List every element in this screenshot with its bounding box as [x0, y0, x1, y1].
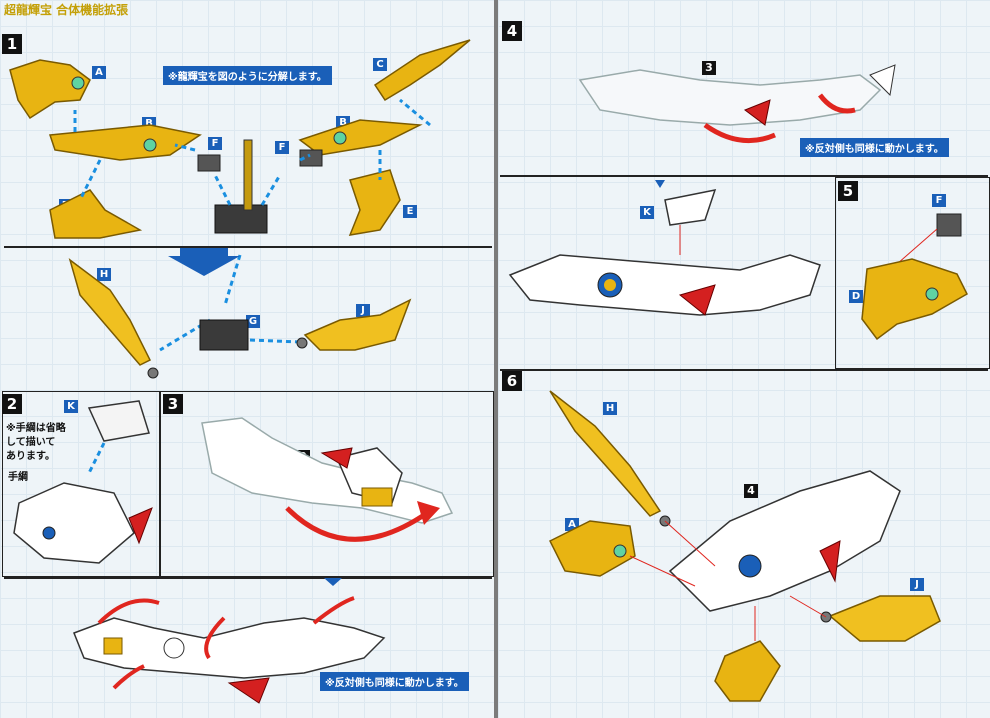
part-label-k: K [640, 206, 654, 219]
part-g-shape [199, 319, 249, 351]
rotate-arrow-shape [285, 506, 429, 542]
step1-illustration [9, 39, 471, 379]
part-a-shape [9, 59, 91, 120]
step6-illustration [548, 390, 941, 702]
part-j-shape [303, 298, 412, 351]
reins-note-line: ※手綱は省略 [6, 423, 66, 434]
opposite-side-note: ※反対側も同様に動かします。 [800, 138, 949, 157]
rotate-arrow-shape [703, 122, 776, 144]
step3-illustration [201, 417, 454, 542]
step2-illustration [13, 400, 153, 564]
step-number-3: 3 [163, 394, 183, 414]
step3-result-illustration [73, 578, 386, 704]
divider [500, 175, 988, 177]
part-b-left-shape [48, 124, 202, 161]
step-number-5: 5 [838, 181, 858, 201]
part-d-shape [714, 640, 781, 702]
part-h-shape [68, 258, 152, 366]
down-arrow-shape [168, 248, 240, 276]
center-core-shape [214, 204, 268, 234]
reins-note-line: して描いて [6, 437, 56, 448]
step-number-1: 1 [2, 34, 22, 54]
step-number-2: 2 [2, 394, 22, 414]
steed-body-shape [668, 470, 901, 612]
steed-ghost-shape [201, 417, 454, 524]
part-k-shape [664, 189, 717, 226]
divider [500, 369, 988, 371]
ref-step-4: 4 [744, 484, 758, 498]
step3-panel [160, 391, 494, 577]
part-j-shape [828, 595, 941, 642]
step5-illustration [861, 213, 968, 341]
opposite-side-note: ※反対側も同様に動かします。 [320, 672, 469, 691]
reins-note-line: あります。 [6, 451, 55, 462]
part-label-g: G [246, 315, 260, 328]
step2-panel [2, 391, 160, 577]
part-d-shape [49, 189, 143, 239]
part-label-k: K [64, 400, 78, 413]
part-label-h: H [603, 402, 617, 415]
divider [4, 246, 492, 248]
part-c-shape [373, 39, 471, 102]
page-header-title: 超龍輝宝 合体機能拡張 [4, 3, 129, 17]
divider [4, 577, 492, 579]
part-d-shape [861, 258, 968, 341]
part-f-shape [936, 213, 962, 237]
part-label-f: F [932, 194, 946, 207]
disassemble-note: ※龍輝宝を図のように分解します。 [163, 66, 332, 85]
reins-label: 手綱 [8, 472, 28, 483]
part-label-f: F [275, 141, 289, 154]
part-label-j: J [356, 304, 370, 317]
background-grid [0, 0, 494, 718]
steed-folded-shape [73, 617, 386, 679]
part-label-f: F [208, 137, 222, 150]
ref-step-3: 3 [702, 61, 716, 75]
part-e-shape [348, 169, 401, 236]
steed-assembled-shape [508, 254, 821, 316]
part-label-e: E [403, 205, 417, 218]
page-gutter [494, 0, 498, 718]
left-page [0, 0, 494, 718]
part-k-shape [87, 400, 150, 442]
part-label-d: D [849, 290, 863, 303]
small-down-arrow [324, 578, 342, 586]
steed-body-shape [13, 482, 135, 564]
part-a-shape [548, 520, 636, 577]
part-label-h: H [97, 268, 111, 281]
step-number-4: 4 [502, 21, 522, 41]
reins-note: ※手綱は省略 して描いて あります。 [6, 422, 66, 464]
part-label-a: A [92, 66, 106, 79]
part-h-shape [549, 390, 662, 517]
part-label-c: C [373, 58, 387, 71]
part-label-j: J [910, 578, 924, 591]
steed-ghost-shape [578, 69, 882, 126]
step-number-6: 6 [502, 371, 522, 391]
step4-illustration [508, 64, 896, 316]
